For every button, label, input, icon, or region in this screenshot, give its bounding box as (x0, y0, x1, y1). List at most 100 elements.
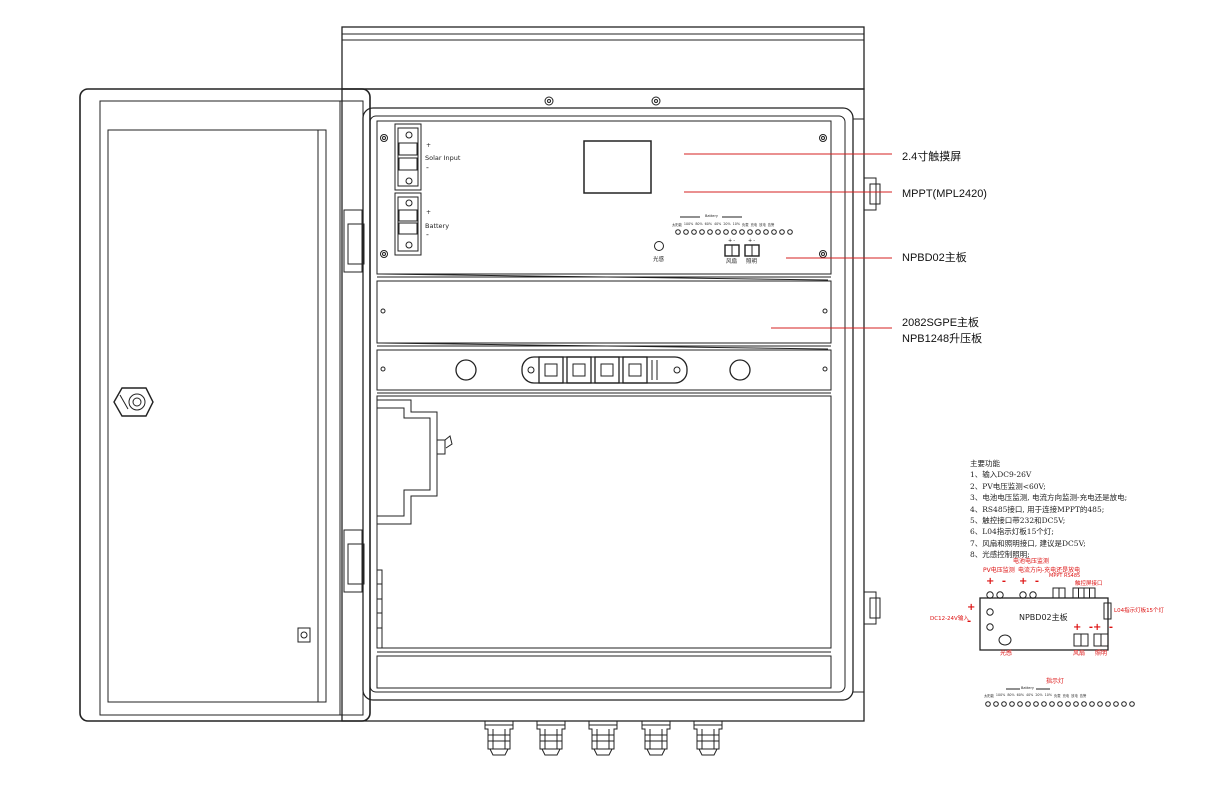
lighting-plus: + (748, 238, 754, 244)
led-label: 放电 (759, 223, 766, 227)
led-label-row: 太阳能 100% 80% 60% 40% 20% 10% 负载 充电 放电 告警 (672, 222, 774, 227)
led-label: 10% (1044, 693, 1052, 697)
fan-label: 风扇 (726, 259, 738, 265)
breaker-panel (376, 349, 832, 394)
led-label: 80% (695, 222, 703, 226)
board-battery-polarity: + - (1019, 576, 1041, 587)
board-name-label: NPBD02主板 (1019, 613, 1068, 622)
features-title: 主要功能 (970, 459, 1000, 468)
feature-item: 4、RS485接口, 用于连接MPPT的485; (970, 504, 1105, 514)
led-label: 20% (1035, 693, 1043, 697)
board-lighting-polarity: + - (1093, 622, 1115, 633)
fan-minus: - (733, 238, 737, 244)
led-label: 太阳能 (984, 694, 994, 698)
circuit-breaker-1 (538, 356, 564, 384)
leader-lines (684, 153, 892, 329)
board-pv-polarity: + - (986, 576, 1008, 587)
fan-polarity: +- (728, 238, 736, 244)
board-led-label-row: 太阳能 100% 80% 60% 40% 20% 10% 负载 充电 放电 告警 (984, 693, 1086, 698)
led-label: 100% (683, 222, 694, 226)
lighting-label: 照明 (746, 259, 758, 265)
board-light-sensor-label: 光感 (1000, 650, 1013, 657)
board-fan-minus: - (1088, 622, 1096, 633)
led-label: 放电 (1071, 694, 1078, 698)
pv-plus: + (986, 576, 997, 587)
enclosure-body (341, 26, 881, 722)
solar-plus-label: + (426, 142, 432, 149)
battery-input-label: Battery (425, 222, 450, 230)
board-battery-voltage-label: 电池电压监测 (1013, 558, 1050, 565)
feature-item: 7、风扇和照明接口, 建议是DC5V; (970, 538, 1086, 548)
board-dc-minus: - (967, 616, 972, 627)
fan-plus: + (728, 238, 734, 244)
battery-plus: + (1019, 576, 1030, 587)
battery-minus: - (1034, 576, 1042, 587)
board-fan-plus: + (1073, 622, 1084, 633)
light-sensor (654, 241, 664, 251)
board-dc-input-label: DC12-24V输入 (930, 616, 969, 622)
feature-item: 6、L04指示灯板15个灯; (970, 527, 1054, 537)
light-sensor-label: 光感 (653, 257, 665, 263)
feature-item: 5、触控接口带232和DC5V; (970, 516, 1066, 526)
callout-booster: NPB1248升压板 (902, 333, 983, 345)
solar-minus-label: - (426, 163, 429, 172)
led-label: 负载 (1053, 694, 1061, 698)
board-mppt-rs485-label: MPPT RS485 (1049, 573, 1081, 579)
battery-minus-label: - (426, 230, 429, 239)
enclosure-door (79, 88, 371, 722)
feature-item: 3、电池电压监测, 电流方向监测-充电还是放电; (970, 493, 1128, 503)
board-lighting-label: 照明 (1095, 650, 1108, 657)
circuit-breaker-2 (566, 356, 592, 384)
board-lighting-minus: - (1108, 622, 1116, 633)
board-pv-label: PV电压监测 (983, 567, 1015, 574)
board-led-board-label: L04指示灯板15个灯 (1114, 608, 1165, 614)
feature-item: 1、输入DC9-26V (970, 470, 1032, 480)
board-indicator-title: 指示灯 (1046, 678, 1065, 685)
led-label: 负载 (741, 223, 749, 227)
led-label: 80% (1007, 693, 1015, 697)
features-list: 主要功能 1、输入DC9-26V 2、PV电压监测<60V; 3、电池电压监测,… (970, 458, 1127, 561)
circuit-breaker-4 (622, 356, 648, 384)
board-light-sensor (998, 634, 1012, 646)
feature-item: 8、光感控制照明; (970, 550, 1030, 560)
led-label: 60% (1016, 693, 1024, 697)
led-label: 充电 (750, 223, 758, 227)
feature-item: 2、PV电压监测<60V; (970, 481, 1046, 491)
board-dc-plus: + (967, 602, 976, 613)
pv-minus: - (1001, 576, 1009, 587)
led-label: 20% (723, 222, 731, 226)
npbd02-board-drawing (979, 587, 1135, 707)
battery-plus-label: + (426, 209, 432, 216)
touchscreen (583, 140, 652, 194)
led-label: 60% (704, 222, 712, 226)
door-lock-icon (113, 387, 154, 417)
board-battery-small-label: Battery (1021, 686, 1034, 690)
board-lighting-plus: + (1093, 622, 1104, 633)
led-label: 告警 (767, 223, 775, 227)
lighting-minus: - (753, 238, 757, 244)
led-label: 太阳能 (672, 223, 682, 227)
led-label: 告警 (1079, 694, 1087, 698)
board-touch-port-label: 触控屏接口 (1075, 581, 1103, 587)
callout-mainboard: NPBD02主板 (902, 252, 967, 264)
led-label: 40% (713, 222, 722, 226)
led-label: 100% (995, 693, 1006, 697)
lower-compartment (376, 395, 832, 689)
board-fan-label: 风扇 (1073, 650, 1086, 657)
callout-touchscreen: 2.4寸触摸屏 (902, 151, 962, 163)
controller-panel (376, 120, 832, 281)
board-panel (376, 280, 832, 350)
led-label: 充电 (1062, 694, 1070, 698)
cable-glands (484, 720, 723, 756)
led-indicator-row (675, 216, 793, 235)
circuit-breaker-3 (594, 356, 620, 384)
solar-input-label: Solar Input (425, 154, 461, 162)
lighting-polarity: +- (748, 238, 756, 244)
callout-sgpe: 2082SGPE主板 (902, 317, 980, 329)
led-battery-label: Battery (705, 214, 718, 218)
board-fan-polarity: + - (1073, 622, 1095, 633)
board-current-direction-label: 电流方向-充电还是放电 (1018, 567, 1081, 574)
callout-mppt: MPPT(MPL2420) (902, 188, 987, 200)
led-label: 40% (1025, 693, 1034, 697)
